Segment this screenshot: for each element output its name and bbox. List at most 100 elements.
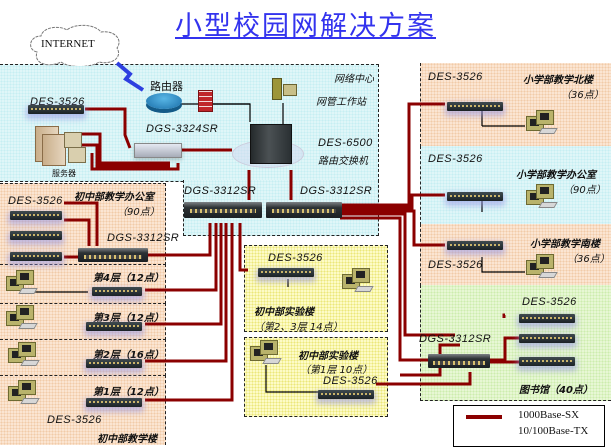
servers-fiber-1 bbox=[75, 132, 170, 165]
dgs3324-switch bbox=[134, 143, 182, 158]
core-switch-label: 路由交换机 bbox=[318, 156, 368, 167]
library-access-model: DES-3526 bbox=[522, 296, 577, 308]
floor-4-switch bbox=[92, 287, 142, 296]
lab-lower-pc-link bbox=[265, 365, 320, 393]
junior-floor3-zone bbox=[0, 303, 166, 340]
firewall-icon bbox=[198, 90, 213, 112]
junior-office-access-model: DES-3526 bbox=[8, 195, 63, 207]
junior-office-switch-1 bbox=[10, 211, 62, 220]
router-icon bbox=[146, 93, 182, 109]
lab-lower-points: （第1层 10点） bbox=[300, 365, 373, 376]
pc-icon bbox=[6, 303, 38, 329]
pc-icon bbox=[250, 338, 282, 364]
server-rack-icon bbox=[42, 134, 66, 166]
pc-icon bbox=[526, 182, 558, 208]
office-switch-fiber-2 bbox=[64, 218, 91, 246]
lab-lower-label: 初中部实验楼 bbox=[298, 351, 358, 362]
legend-copper-label: 10/100Base-TX bbox=[518, 425, 589, 437]
servers-fiber-3 bbox=[90, 153, 180, 171]
dist-switch-1-model: DGS-3312SR bbox=[184, 185, 257, 197]
internet-cloud: INTERNET bbox=[25, 22, 125, 67]
dist-switch-1 bbox=[184, 202, 262, 218]
library-agg-switch bbox=[428, 354, 490, 368]
office-fiber bbox=[340, 193, 445, 210]
server-access-switch bbox=[28, 105, 84, 114]
library-zone bbox=[420, 285, 611, 401]
floor4-fiber bbox=[145, 223, 218, 292]
south-fiber bbox=[340, 209, 445, 247]
junior-office-agg-model: DGS-3312SR bbox=[107, 232, 180, 244]
server-monitor-icon bbox=[68, 147, 86, 163]
junior-office-points: （90点） bbox=[117, 207, 160, 218]
internet-label: INTERNET bbox=[41, 38, 95, 50]
core-switch-icon bbox=[250, 124, 292, 164]
library-label: 图书馆（40点） bbox=[519, 385, 593, 396]
primary-north-switch bbox=[447, 102, 503, 111]
office-agg-fiber bbox=[148, 223, 212, 257]
primary-north-model: DES-3526 bbox=[428, 71, 483, 83]
floor-4-label: 第4层（12点） bbox=[93, 273, 164, 284]
north-fiber bbox=[340, 102, 445, 207]
primary-south-points: （36点） bbox=[567, 254, 610, 265]
lab-lower-fiber bbox=[376, 372, 472, 386]
primary-south-label: 小学部教学南楼 bbox=[530, 239, 600, 250]
primary-south-switch bbox=[447, 241, 503, 250]
pc-icon bbox=[8, 378, 40, 404]
library-switch-2 bbox=[519, 334, 575, 343]
pc-icon bbox=[8, 340, 40, 366]
floor-2-switch bbox=[86, 359, 142, 368]
floor-1-switch bbox=[86, 398, 142, 407]
lab-lower-switch bbox=[318, 390, 374, 399]
library-switch-fiber bbox=[502, 313, 506, 318]
primary-office-zone bbox=[420, 146, 611, 225]
dist-switch-2 bbox=[266, 202, 342, 218]
primary-south-zone bbox=[420, 224, 611, 286]
library-agg-fiber-1 bbox=[340, 212, 455, 337]
junior-office-label: 初中部教学办公室 bbox=[74, 192, 154, 203]
library-agg-fiber-2 bbox=[340, 216, 430, 362]
pc-icon bbox=[526, 252, 558, 278]
servers-label: 服务器 bbox=[52, 169, 76, 178]
firewall-core-link bbox=[212, 103, 251, 122]
floor-2-label: 第2层（16点） bbox=[93, 350, 164, 361]
library-agg-model: DGS-3312SR bbox=[419, 333, 492, 345]
pc-icon bbox=[6, 268, 38, 294]
mgmt-workstation-label: 网管工作站 bbox=[316, 97, 366, 108]
legend-fiber-swatch bbox=[466, 415, 502, 419]
wan-link bbox=[115, 61, 145, 92]
floor-switch-model: DES-3526 bbox=[47, 414, 102, 426]
junior-office-switch-2 bbox=[10, 231, 62, 240]
library-switch-3 bbox=[519, 357, 575, 366]
servers-fiber-2 bbox=[80, 143, 170, 168]
lab-upper-label: 初中部实验楼 bbox=[254, 307, 314, 318]
junior-floor2-zone bbox=[0, 339, 166, 376]
primary-office-switch bbox=[447, 192, 503, 201]
core-switch-model: DES-6500 bbox=[318, 137, 373, 149]
primary-office-model: DES-3526 bbox=[428, 153, 483, 165]
lab-upper-switch bbox=[258, 268, 314, 277]
lab-upper-model: DES-3526 bbox=[268, 252, 323, 264]
router-label: 路由器 bbox=[150, 80, 183, 93]
primary-north-label: 小学部教学北楼 bbox=[523, 75, 593, 86]
library-switch-1 bbox=[519, 314, 575, 323]
server-monitor-icon bbox=[64, 132, 82, 148]
office-switch-fiber-1 bbox=[64, 201, 99, 246]
legend-fiber-label: 1000Base-SX bbox=[518, 409, 580, 421]
primary-office-label: 小学部教学办公室 bbox=[516, 170, 596, 181]
floor1-fiber bbox=[145, 223, 234, 402]
primary-office-points: （90点） bbox=[563, 185, 606, 196]
lab-lower-model: DES-3526 bbox=[323, 375, 378, 387]
south-switch-pc-link bbox=[481, 257, 525, 273]
floor2-fiber bbox=[145, 223, 228, 363]
floor-3-switch bbox=[86, 322, 142, 331]
server-switch-fiber bbox=[85, 107, 132, 149]
primary-north-points: （36点） bbox=[561, 90, 604, 101]
cloud-icon bbox=[30, 24, 120, 67]
junior-office-switch-3 bbox=[10, 252, 62, 261]
junior-building-label: 初中部教学楼 bbox=[97, 434, 157, 445]
legend: 1000Base-SX 10/100Base-TX bbox=[453, 405, 605, 447]
pc-icon bbox=[342, 266, 374, 292]
lab-upper-points: （第2、3层 14点） bbox=[254, 322, 343, 333]
floor-3-label: 第3层（12点） bbox=[93, 313, 164, 324]
